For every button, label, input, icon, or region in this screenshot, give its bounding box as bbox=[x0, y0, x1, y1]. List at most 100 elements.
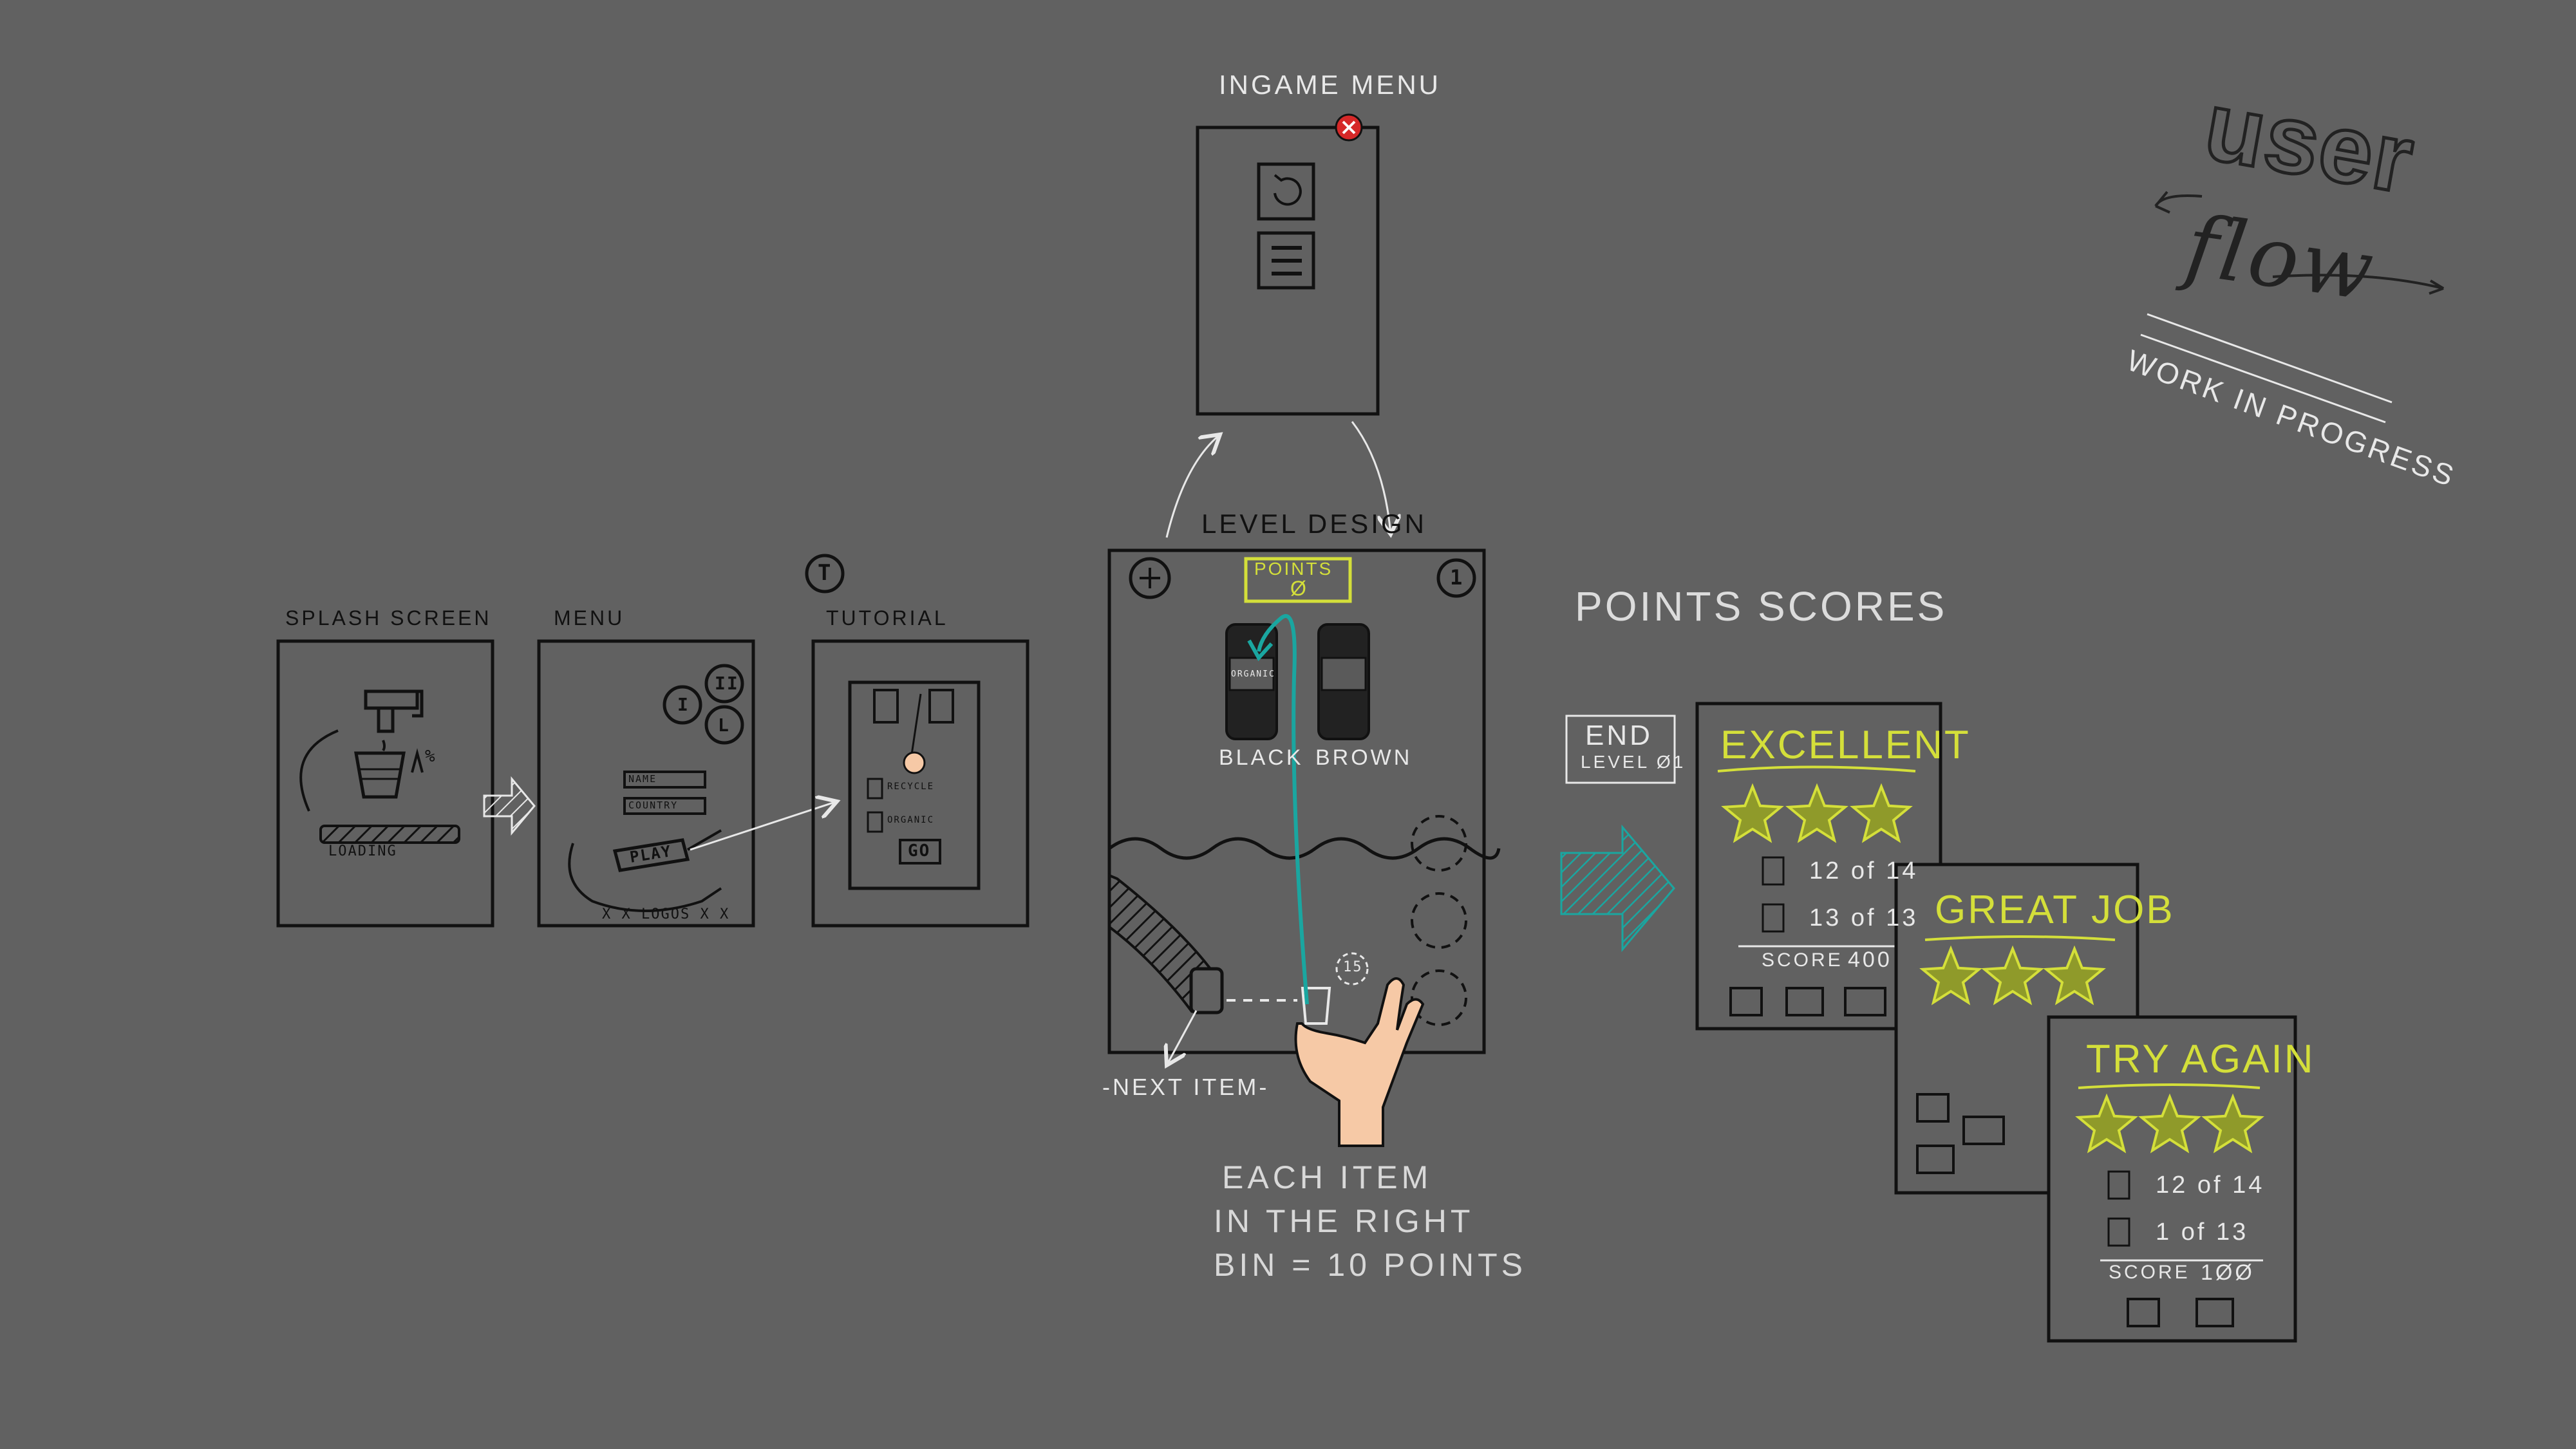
name-field-label: NAME bbox=[628, 773, 657, 785]
hand-icon bbox=[903, 751, 926, 774]
menu-icon-b-label: II bbox=[715, 673, 739, 694]
level-badge-label: 1 bbox=[1450, 565, 1464, 590]
restart-button[interactable] bbox=[1257, 162, 1315, 221]
try-again-heading: TRY AGAIN bbox=[2086, 1037, 2315, 1081]
country-field[interactable] bbox=[623, 797, 706, 815]
flow-arrow-play-to-tutorial bbox=[690, 801, 837, 851]
go-button[interactable] bbox=[899, 839, 941, 865]
organic-bin-label: ORGANIC bbox=[1231, 669, 1275, 679]
next-level-button[interactable] bbox=[1962, 1116, 2005, 1145]
next-level-button[interactable] bbox=[1844, 987, 1886, 1016]
loading-label: LOADING bbox=[328, 843, 397, 859]
timer-icon bbox=[1335, 952, 1369, 986]
faucet-icon bbox=[364, 689, 419, 710]
points-label: POINTS bbox=[1254, 559, 1333, 579]
end-level-label: LEVEL Ø1 bbox=[1581, 752, 1686, 772]
try-again-score-value: 1ØØ bbox=[2201, 1260, 2255, 1285]
menu-icon-c-label: L bbox=[718, 715, 730, 736]
water-line bbox=[1108, 837, 1501, 860]
menu-icon-button-a[interactable] bbox=[663, 685, 702, 725]
recycle-bin-icon bbox=[867, 778, 883, 799]
logos-text: X X LOGOS X X bbox=[602, 906, 730, 922]
star-icon bbox=[2201, 1093, 2264, 1154]
level-list-button[interactable] bbox=[1257, 231, 1315, 290]
tutorial-screen bbox=[805, 554, 1029, 928]
cycle-arrow-icon bbox=[299, 729, 339, 812]
black-bin-name: BLACK bbox=[1219, 745, 1304, 770]
add-button-icon[interactable] bbox=[1129, 557, 1171, 599]
recycle-label: RECYCLE bbox=[887, 781, 935, 792]
level-list-button[interactable] bbox=[1916, 1145, 1955, 1174]
great-job-heading: GREAT JOB bbox=[1935, 888, 2175, 932]
excellent-stat-1: 12 of 14 bbox=[1809, 857, 1919, 884]
country-field-label: COUNTRY bbox=[628, 799, 679, 811]
excellent-heading: EXCELLENT bbox=[1720, 723, 1971, 767]
star-icon bbox=[2075, 1093, 2138, 1154]
end-level-box bbox=[1565, 715, 1676, 784]
restart-button[interactable] bbox=[1916, 1093, 1950, 1123]
rule-line-1: EACH ITEM bbox=[1222, 1159, 1433, 1195]
flow-arrow-from-ingame-menu bbox=[1351, 421, 1391, 534]
go-button-label[interactable]: GO bbox=[908, 841, 931, 861]
star-icon bbox=[1721, 783, 1784, 843]
star-icon bbox=[1785, 783, 1848, 843]
rule-line-2: IN THE RIGHT bbox=[1214, 1203, 1474, 1239]
loading-bar bbox=[319, 825, 460, 844]
level-badge bbox=[1436, 558, 1476, 598]
tutorial-badge bbox=[805, 554, 845, 594]
drag-path bbox=[1257, 613, 1309, 1005]
level-list-button[interactable] bbox=[2195, 1298, 2234, 1327]
star-icon bbox=[2138, 1093, 2201, 1154]
timer-label: 15 bbox=[1343, 959, 1363, 975]
flow-arrow-splash-to-menu bbox=[483, 776, 536, 836]
ingame-menu-screen bbox=[1196, 113, 1380, 416]
excellent-score-label: SCORE bbox=[1762, 949, 1843, 971]
try-again-stat-1: 12 of 14 bbox=[2156, 1172, 2265, 1199]
menu-screen bbox=[537, 639, 755, 928]
percent-label: % bbox=[425, 747, 437, 766]
organic-bin-icon bbox=[867, 811, 883, 833]
points-scores-title: POINTS SCORES bbox=[1575, 583, 1948, 630]
excellent-score-value: 400 bbox=[1848, 948, 1892, 972]
tutorial-badge-label: T bbox=[818, 560, 832, 586]
flow-arrow-to-scores bbox=[1560, 824, 1675, 953]
excellent-stat-2: 13 of 13 bbox=[1809, 904, 1919, 931]
restart-button[interactable] bbox=[1729, 987, 1763, 1016]
try-again-stat-2: 1 of 13 bbox=[2156, 1219, 2249, 1246]
level-design-title: LEVEL DESIGN bbox=[1201, 509, 1427, 539]
splash-screen bbox=[276, 639, 494, 928]
flow-arrow-to-ingame-menu bbox=[1165, 435, 1220, 538]
rule-line-3: BIN = 10 POINTS bbox=[1214, 1247, 1527, 1283]
splash-screen-title: SPLASH SCREEN bbox=[285, 606, 492, 630]
menu-icon-a-label: I bbox=[677, 694, 690, 715]
next-item-slot bbox=[1189, 967, 1224, 1014]
brown-bin-name: BROWN bbox=[1315, 745, 1413, 770]
level-list-button[interactable] bbox=[1785, 987, 1824, 1016]
stars-row bbox=[2075, 1093, 2264, 1154]
star-icon bbox=[1919, 945, 1982, 1005]
next-item-label: -NEXT ITEM- bbox=[1102, 1074, 1270, 1100]
stars-row bbox=[1721, 783, 1913, 843]
organic-label: ORGANIC bbox=[887, 815, 935, 825]
level-design-screen bbox=[1107, 548, 1501, 1147]
current-item-cup bbox=[1301, 987, 1331, 1025]
restart-button[interactable] bbox=[2127, 1298, 2160, 1327]
name-field[interactable] bbox=[623, 771, 706, 789]
menu-icon-button-c[interactable] bbox=[704, 705, 744, 745]
points-display bbox=[1244, 557, 1352, 603]
user-flow-logo bbox=[2140, 191, 2445, 424]
end-label: END bbox=[1585, 720, 1653, 751]
star-icon bbox=[2043, 945, 2106, 1005]
hand-icon bbox=[1294, 977, 1425, 1147]
play-button[interactable] bbox=[612, 838, 690, 872]
score-card-try-again bbox=[2047, 1015, 2297, 1343]
stars-row bbox=[1919, 945, 2106, 1005]
star-icon bbox=[1850, 783, 1913, 843]
menu-icon-button-b[interactable] bbox=[704, 664, 744, 704]
cup-icon bbox=[354, 751, 406, 799]
points-value: Ø bbox=[1290, 577, 1308, 600]
menu-title: MENU bbox=[554, 606, 625, 630]
star-icon bbox=[1981, 945, 2044, 1005]
tutorial-title: TUTORIAL bbox=[826, 606, 948, 630]
